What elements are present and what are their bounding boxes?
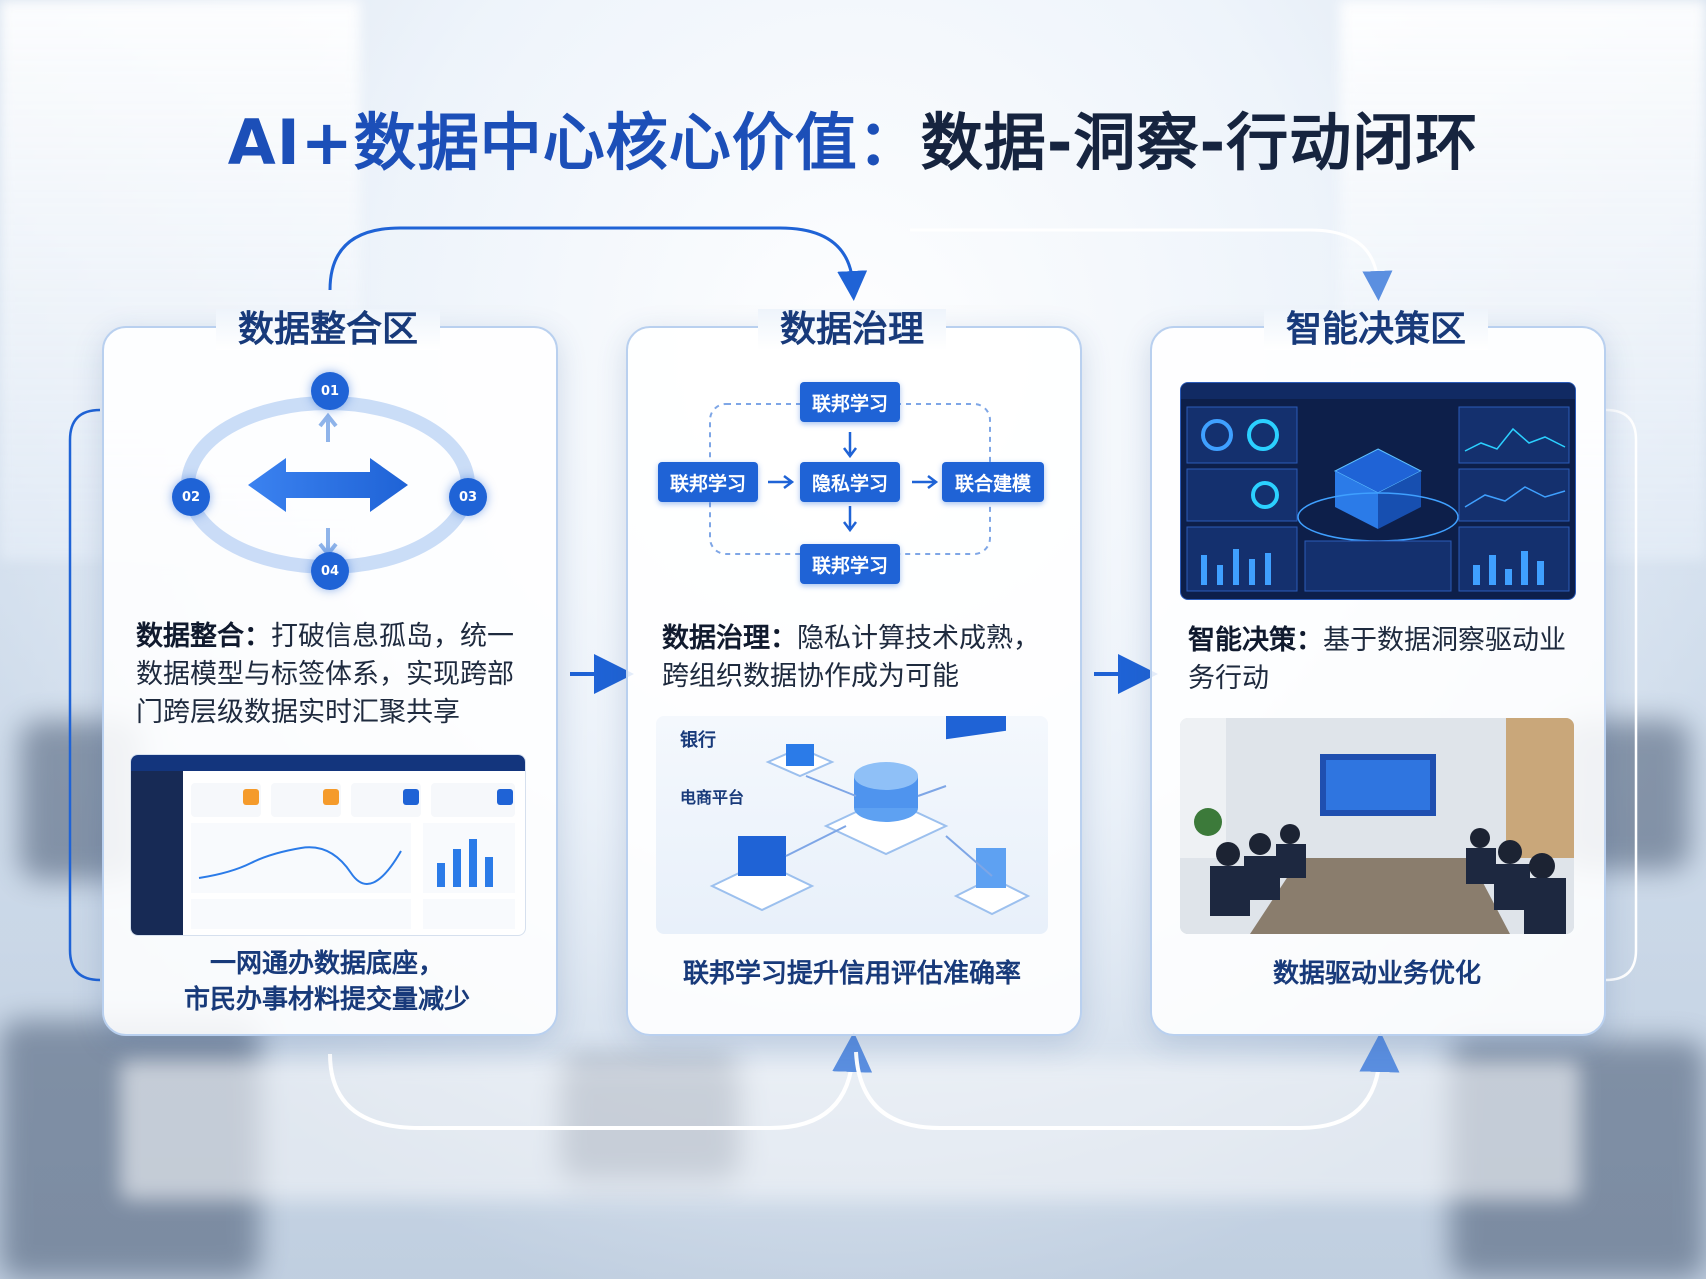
decision-dashboard-image (1180, 382, 1576, 600)
panel-2-desc-bold: 数据治理： (662, 623, 797, 654)
panel-3-heading: 智能决策区 (1150, 300, 1602, 356)
title-part-2: 数据-洞察-行动闭环 (920, 106, 1479, 179)
bottom-arrow-3-2 (854, 1032, 1400, 1130)
flow-box-left: 联邦学习 (658, 462, 758, 502)
privacy-computing-illustration: 银行 电商平台 (656, 716, 1048, 934)
panel-1-description: 数据整合：打破信息孤岛，统一数据模型与标签体系，实现跨部门跨层级数据实时汇聚共享 (136, 618, 536, 732)
panel-1-desc-text: 打破信息孤岛，统一数据模型与标签体系，实现跨部门跨层级数据实时汇聚共享 (136, 621, 514, 728)
bottom-arrow-2-1 (328, 1032, 873, 1130)
flow-box-right: 联合建模 (942, 462, 1044, 502)
top-arrow-1-2 (328, 226, 868, 301)
title-part-1: AI+数据中心核心价值： (227, 106, 921, 179)
panel-1-caption: 一网通办数据底座， 市民办事材料提交量减少 (130, 946, 524, 1018)
dashboard-screenshot (130, 754, 526, 936)
panel-2-heading: 数据治理 (626, 300, 1078, 356)
panel-1-desc-bold: 数据整合： (136, 621, 271, 652)
flow-box-bottom: 联邦学习 (800, 544, 900, 584)
panel-1-caption-line-1: 一网通办数据底座， (209, 949, 444, 979)
panel-3-desc-text: 基于数据洞察驱动业务行动 (1188, 625, 1566, 694)
panel-1-caption-line-2: 市民办事材料提交量减少 (183, 985, 470, 1015)
panel-3-caption: 数据驱动业务优化 (1272, 959, 1481, 989)
side-bracket-right (1605, 408, 1638, 982)
side-bracket-left (68, 408, 101, 982)
top-arrow-2-3 (910, 228, 1393, 301)
panel-3-desc-bold: 智能决策： (1188, 625, 1323, 656)
panel-2-caption: 联邦学习提升信用评估准确率 (682, 959, 1021, 989)
page-title: AI+数据中心核心价值：数据-洞察-行动闭环 (0, 92, 1706, 182)
bank-label: 银行 (680, 730, 716, 751)
panel-2-desc-text: 隐私计算技术成熟，跨组织数据协作成为可能 (662, 623, 1040, 692)
bidirectional-arrow-icon (248, 458, 408, 512)
ecommerce-label: 电商平台 (680, 788, 745, 807)
background-desk (120, 1060, 1580, 1200)
meeting-room-photo (1180, 718, 1574, 934)
node-01: 01 (311, 372, 349, 410)
panel-3-description: 智能决策：基于数据洞察驱动业务行动 (1188, 622, 1578, 698)
flow-box-top: 联邦学习 (800, 382, 900, 422)
node-04: 04 (311, 552, 349, 590)
flow-box-center: 隐私学习 (800, 462, 900, 502)
node-03: 03 (449, 478, 487, 516)
node-02: 02 (172, 478, 210, 516)
panel-1-heading: 数据整合区 (102, 300, 554, 356)
panel-2-description: 数据治理：隐私计算技术成熟，跨组织数据协作成为可能 (662, 620, 1062, 696)
